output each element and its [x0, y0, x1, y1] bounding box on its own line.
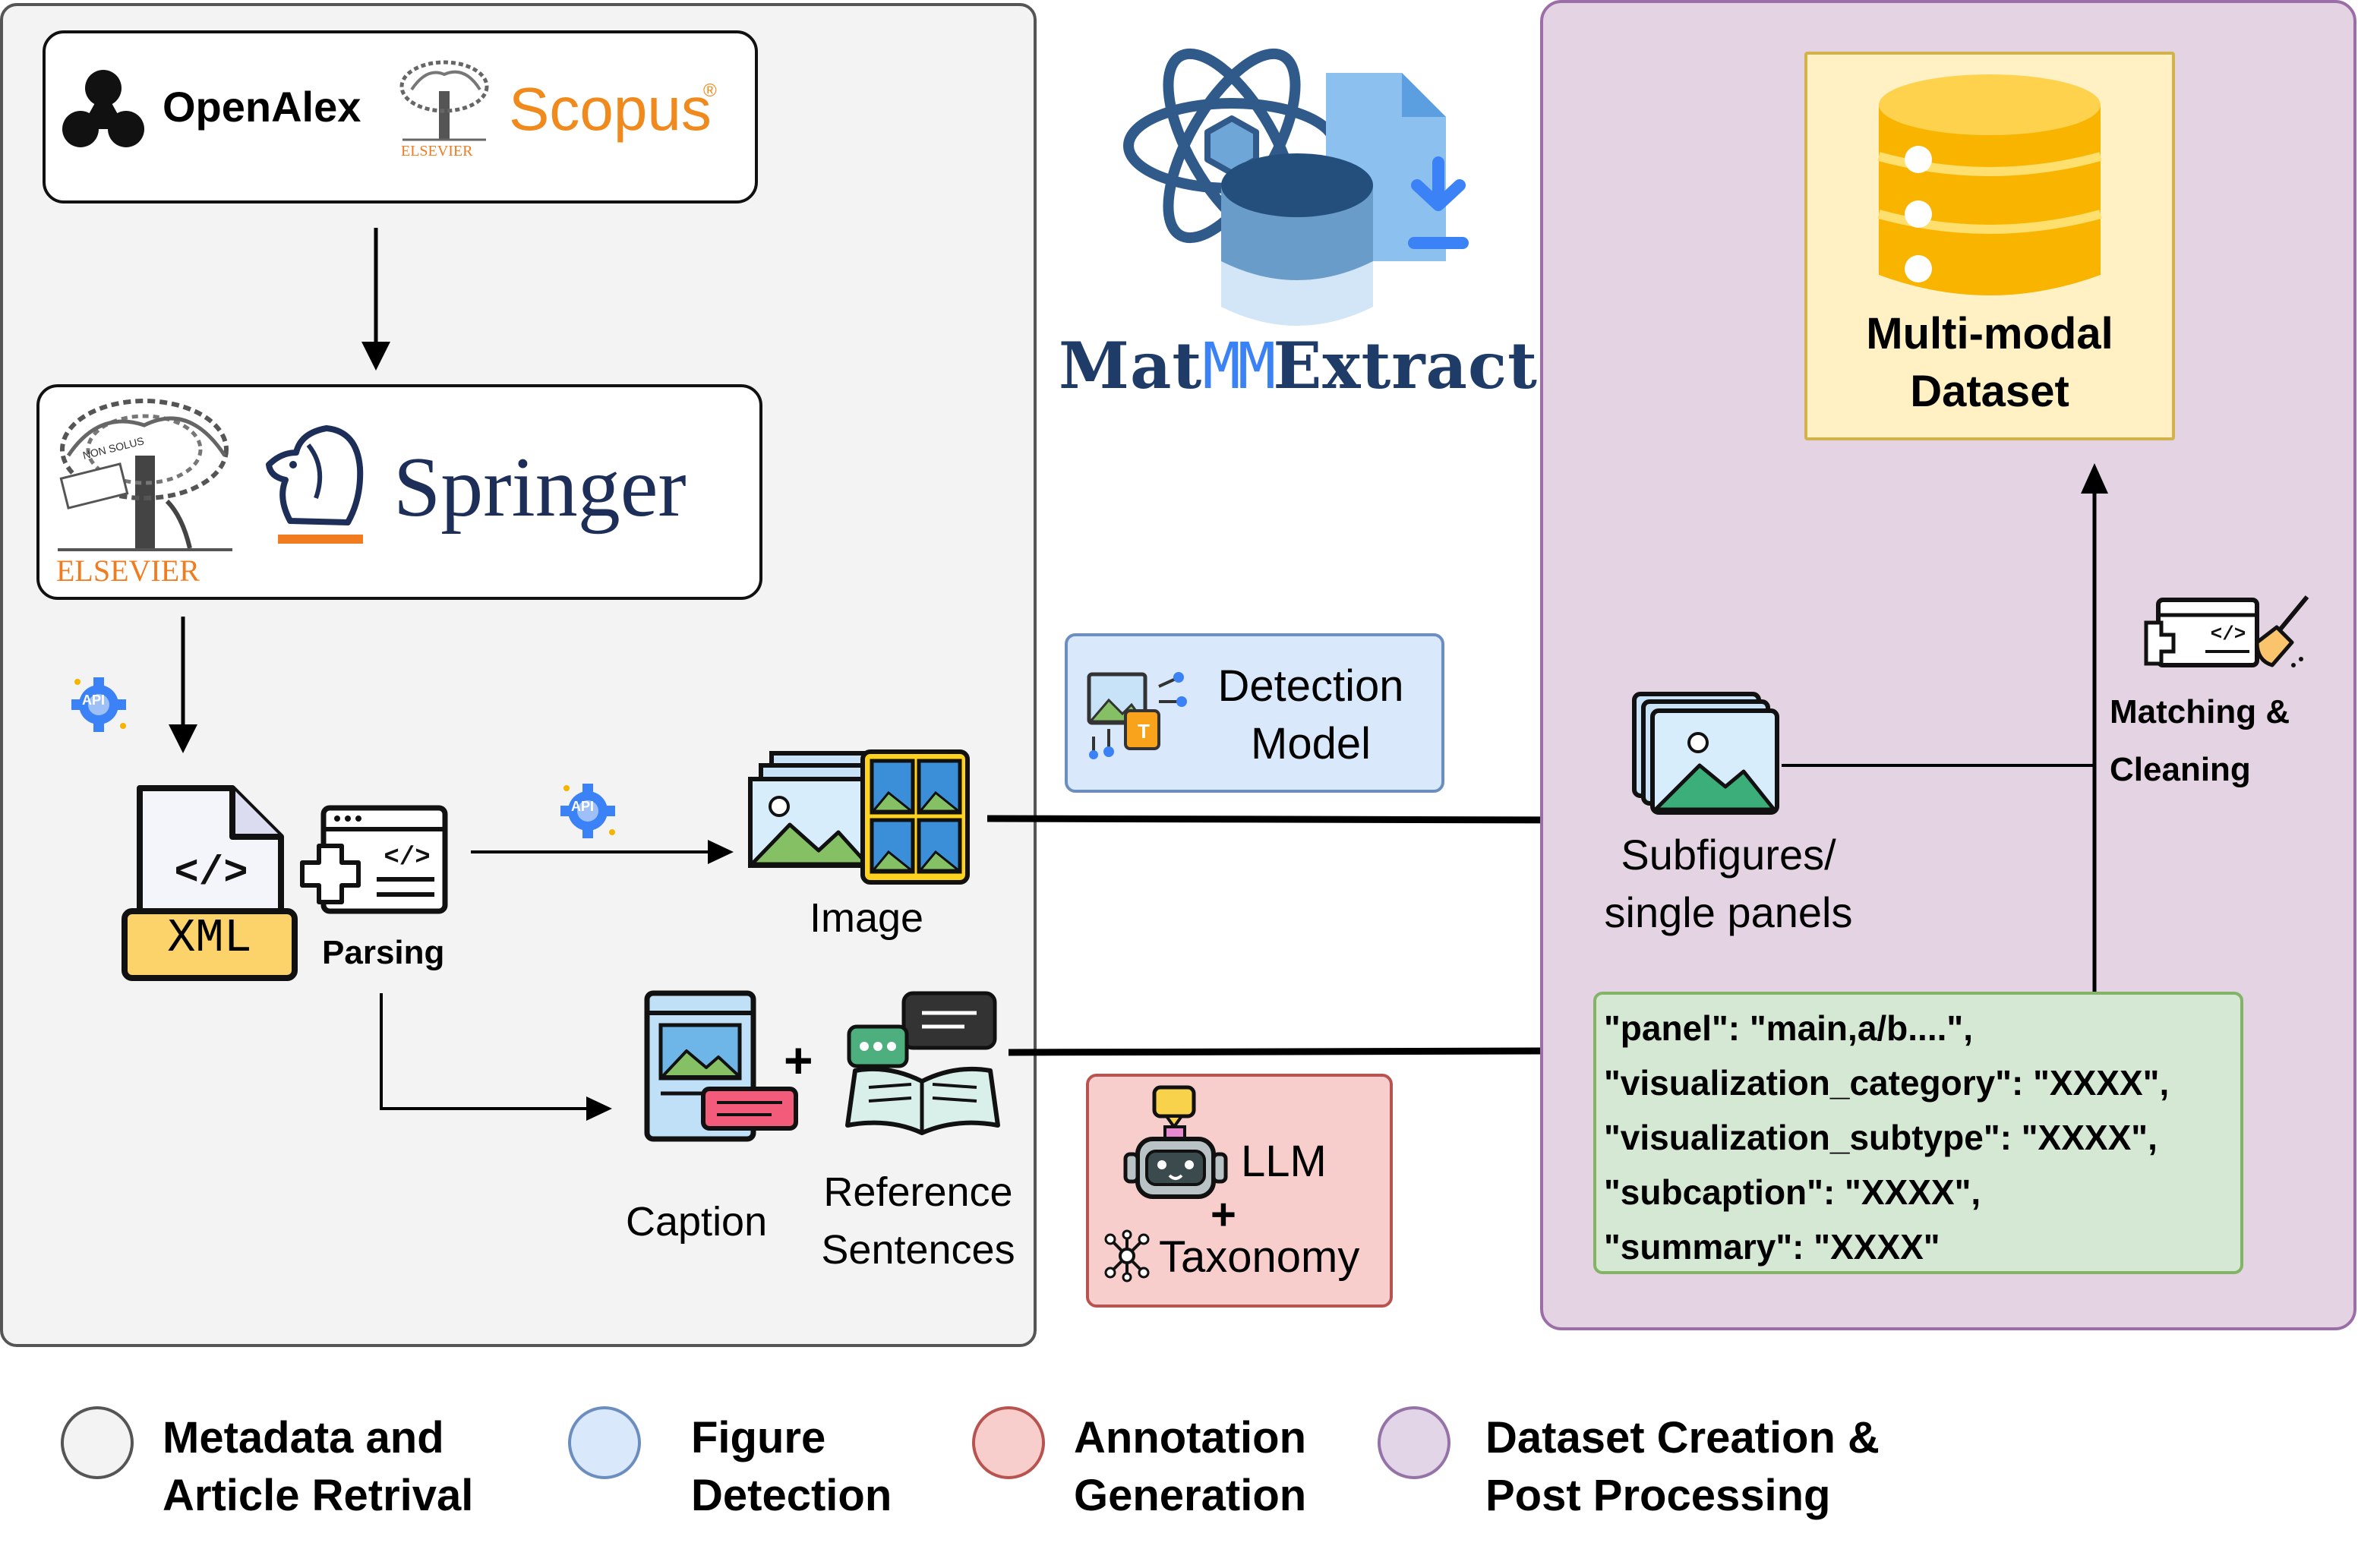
legend-metadata-line-1: Metadata and	[163, 1413, 444, 1462]
svg-text:</>: </>	[384, 844, 430, 872]
arrow-caption-to-annotation	[1008, 1033, 1581, 1069]
xml-label: XML	[167, 911, 252, 965]
openalex-scopus-box	[43, 30, 758, 203]
legend-dataset-line-1: Dataset Creation &	[1485, 1413, 1880, 1462]
legend-figure-line-1: Figure	[691, 1413, 826, 1462]
detection-line-2: Model	[1251, 719, 1371, 768]
arrow-down-sources	[361, 228, 390, 371]
legend-annotation-line-2: Generation	[1074, 1471, 1307, 1520]
springer-label: Springer	[393, 440, 687, 535]
reference-book-icon	[845, 991, 1000, 1135]
reference-line-2: Sentences	[821, 1227, 1015, 1273]
taxonomy-network-icon	[1104, 1229, 1150, 1282]
arrow-parsing-to-image	[471, 840, 734, 864]
json-line-visualization-category: "visualization_category": "XXXX",	[1604, 1063, 2170, 1103]
llm-taxonomy-box	[1086, 1074, 1393, 1308]
svg-text:</>: </>	[2211, 623, 2246, 645]
caption-icon	[644, 990, 798, 1142]
matching-cleaning-icon: </>	[2144, 595, 2309, 667]
springer-horse-icon	[266, 425, 364, 544]
json-line-visualization-subtype: "visualization_subtype": "XXXX",	[1604, 1118, 2158, 1157]
legend-dataset-line-2: Post Processing	[1485, 1471, 1831, 1520]
api-badge-label-2: API	[571, 799, 595, 814]
matching-cleaning-label: Matching & Cleaning	[2110, 683, 2290, 799]
database-cylinder-icon	[1877, 74, 2102, 295]
elsevier-tree-large-icon	[58, 399, 232, 551]
matmmextract-title: MatMMExtract	[1059, 328, 1538, 403]
legend-swatch-dataset	[1378, 1406, 1450, 1479]
elsevier-tree-small-icon	[399, 60, 489, 141]
annotation-json-box	[1593, 992, 2243, 1274]
subfigures-icon	[1632, 692, 1779, 815]
title-extract: Extract	[1273, 328, 1538, 403]
legend-label-dataset: Dataset Creation & Post Processing	[1485, 1409, 1880, 1525]
api-gear-icon	[71, 677, 126, 732]
detection-line-1: Detection	[1217, 661, 1404, 711]
title-mm: MM	[1202, 329, 1276, 403]
detection-model-label: Detection Model	[1189, 658, 1432, 773]
matching-line-2: Cleaning	[2110, 751, 2251, 788]
arrow-image-to-subfigures	[986, 802, 1598, 838]
openalex-label: OpenAlex	[163, 83, 361, 131]
xml-file-icon: </>	[122, 785, 298, 981]
connector-subfigures-to-arrow	[1782, 764, 2096, 767]
subfigures-label: Subfigures/ single panels	[1584, 826, 1873, 942]
json-line-panel: "panel": "main,a/b....",	[1604, 1008, 1973, 1048]
legend-label-figure-detection: Figure Detection	[691, 1409, 892, 1525]
dataset-line-1: Multi-modal	[1866, 309, 2113, 358]
legend-swatch-metadata	[61, 1406, 134, 1479]
taxonomy-label: Taxonomy	[1159, 1232, 1360, 1282]
legend-figure-line-2: Detection	[691, 1471, 892, 1520]
scopus-label: Scopus	[509, 75, 712, 143]
arrow-up-to-dataset	[2081, 463, 2108, 996]
parsing-code-icon: </>	[300, 805, 448, 914]
svg-text:</>: </>	[174, 850, 248, 897]
openalex-logo-icon	[62, 70, 144, 147]
arrow-parsing-to-caption	[380, 993, 612, 1121]
llm-label: LLM	[1241, 1137, 1327, 1186]
subfig-line-2: single panels	[1604, 888, 1853, 936]
detection-model-icon	[1087, 672, 1187, 759]
scopus-registered-mark: ®	[703, 80, 717, 101]
detection-icon-letter: T	[1138, 720, 1150, 743]
matching-line-1: Matching &	[2110, 693, 2290, 730]
title-mat: Mat	[1059, 328, 1203, 403]
reference-line-1: Reference	[823, 1169, 1013, 1215]
multimodal-dataset-label: Multi-modal Dataset	[1807, 305, 2172, 421]
llm-plus-sign: +	[1211, 1190, 1236, 1239]
annotation-json-lines: "panel": "main,a/b....", "visualization_…	[1604, 1001, 2169, 1274]
legend-label-annotation: Annotation Generation	[1074, 1409, 1306, 1525]
llm-robot-icon	[1123, 1085, 1228, 1199]
legend-label-metadata: Metadata and Article Retrival	[163, 1409, 473, 1525]
api-gear-icon-2	[560, 784, 615, 838]
image-label: Image	[810, 895, 924, 941]
json-line-subcaption: "subcaption": "XXXX",	[1604, 1172, 1981, 1212]
metadata-retrieval-panel	[0, 3, 1037, 1347]
legend-swatch-figure-detection	[568, 1406, 641, 1479]
reference-sentences-label: Reference Sentences	[808, 1163, 1028, 1279]
json-line-summary: "summary": "XXXX"	[1604, 1227, 1940, 1267]
caption-label: Caption	[626, 1199, 768, 1245]
legend-annotation-line-1: Annotation	[1074, 1413, 1307, 1462]
image-stack-icon	[748, 749, 970, 885]
api-badge-label: API	[82, 693, 106, 708]
parsing-label: Parsing	[322, 934, 445, 971]
arrow-down-publishers	[169, 617, 197, 753]
subfig-line-1: Subfigures/	[1621, 831, 1836, 879]
elsevier-small-label: ELSEVIER	[401, 143, 473, 159]
matmmextract-logo-icon	[1123, 48, 1469, 326]
plus-sign: +	[784, 1032, 813, 1088]
legend-swatch-annotation	[972, 1406, 1045, 1479]
legend-metadata-line-2: Article Retrival	[163, 1471, 474, 1520]
elsevier-large-label: ELSEVIER	[56, 554, 200, 588]
dataset-line-2: Dataset	[1910, 367, 2069, 416]
